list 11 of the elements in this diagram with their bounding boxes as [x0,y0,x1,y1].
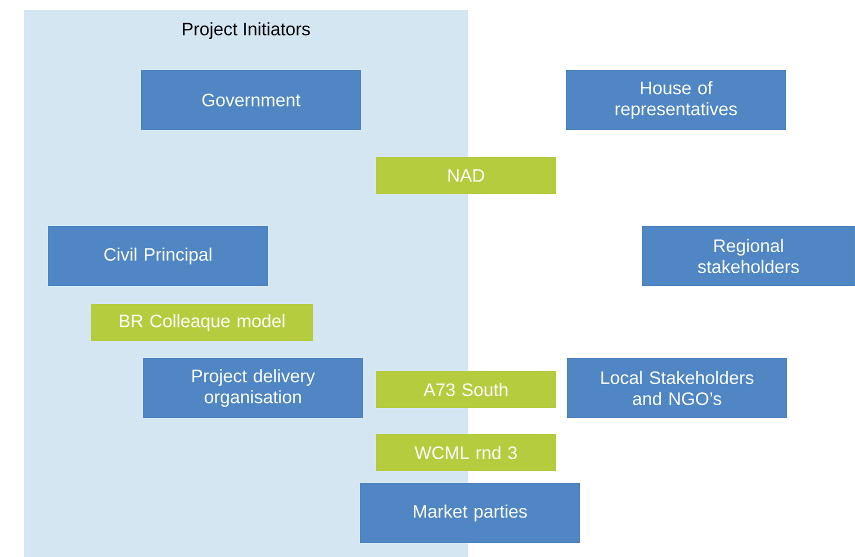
process-box: Project delivery organisation [143,358,363,418]
tag-box: BR Colleaque model [91,304,313,341]
process-box: Market parties [360,482,580,543]
process-box: Regional stakeholders [642,226,855,286]
process-box: Local Stakeholders and NGO’s [567,358,787,418]
tag-box: A73 South [376,371,556,408]
tag-box: NAD [376,157,556,194]
process-box: House of representatives [566,70,786,130]
process-box: Civil Principal [48,226,268,286]
process-box: Government [141,70,361,130]
tag-box: WCML rnd 3 [376,434,556,471]
